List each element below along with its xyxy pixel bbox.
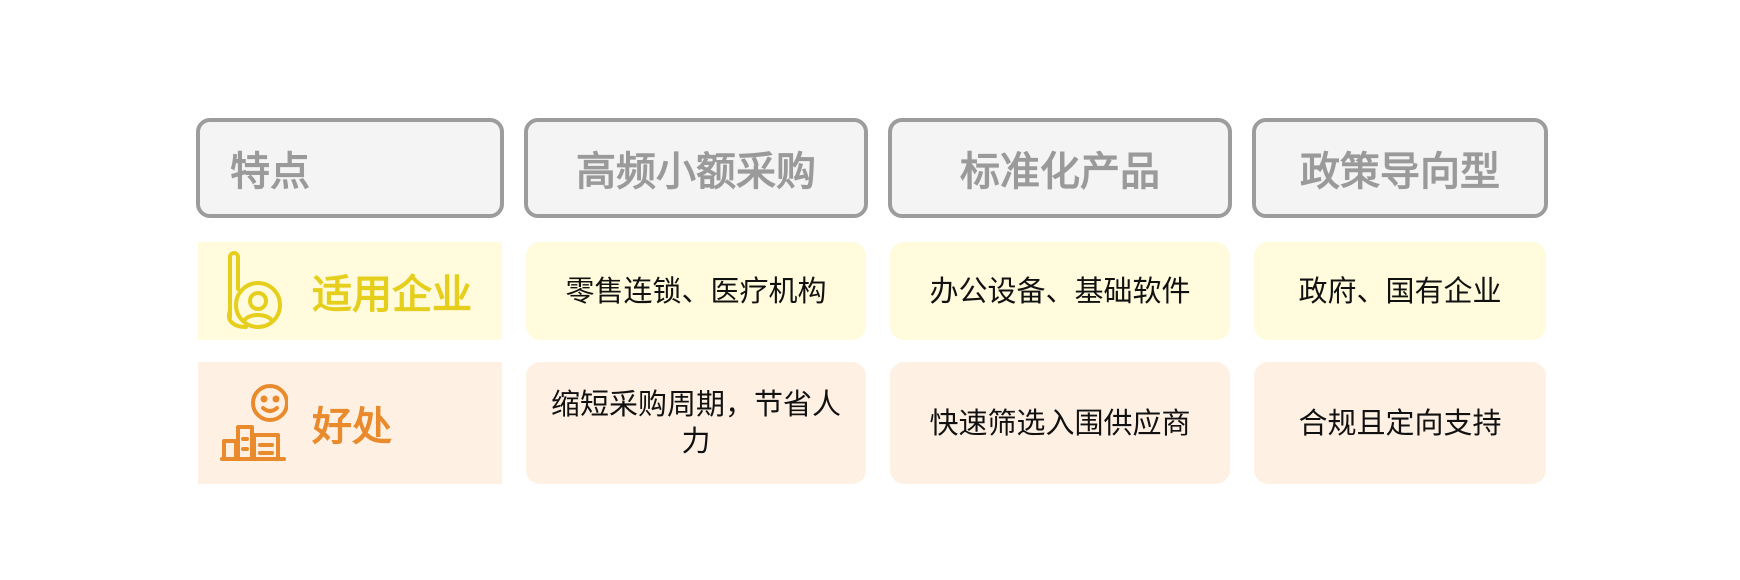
header-standardized: 标准化产品 — [888, 118, 1232, 218]
header-policy: 政策导向型 — [1252, 118, 1548, 218]
row-label-benefits: 好处 — [198, 362, 502, 484]
row-label-text: 好处 — [312, 404, 392, 450]
smiley-growth-icon — [220, 384, 288, 461]
chart-user-icon — [227, 251, 282, 329]
header-feature: 特点 — [196, 118, 504, 218]
cell-benefits-policy: 合规且定向支持 — [1254, 362, 1546, 484]
cell-benefits-standardized: 快速筛选入围供应商 — [890, 362, 1230, 484]
row-label-text: 适用企业 — [312, 272, 472, 318]
cell-benefits-high-frequency: 缩短采购周期，节省人力 — [526, 362, 866, 484]
header-high-frequency: 高频小额采购 — [524, 118, 868, 218]
cell-suitable-high-frequency: 零售连锁、医疗机构 — [526, 242, 866, 340]
cell-suitable-policy: 政府、国有企业 — [1254, 242, 1546, 340]
cell-suitable-standardized: 办公设备、基础软件 — [890, 242, 1230, 340]
row-label-suitable: 适用企业 — [198, 242, 502, 340]
